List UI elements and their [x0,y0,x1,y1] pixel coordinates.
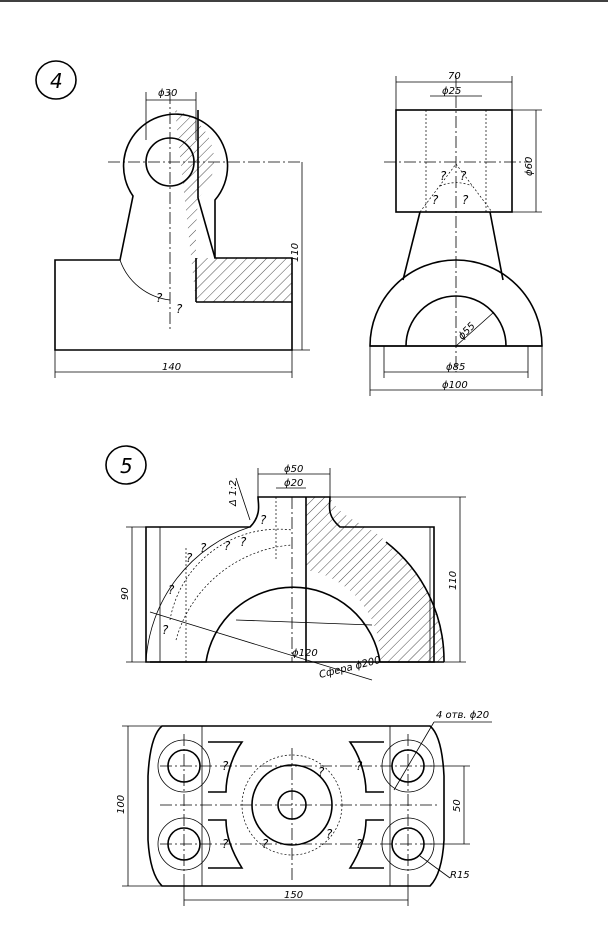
fig5-dim-phi20: ϕ20 [284,478,303,489]
fig5-dim-phi50: ϕ50 [284,464,303,475]
fig5-q-8: ? [222,759,229,773]
fig4-dim-phi25: ϕ25 [442,86,461,97]
fig4-dim-70: 70 [448,71,461,82]
fig5-dim-delta: Δ 1:2 [228,480,239,507]
fig5-q-6: ? [168,583,175,597]
fig4-dim-phi85: ϕ85 [446,362,465,373]
fig4-front-section-hatch [175,110,292,302]
fig4-dim-110: 110 [290,243,301,262]
fig4-q-2: ? [176,302,183,316]
fig5-q-11: ? [356,837,363,851]
fig4-dim-phi30: ϕ30 [158,88,177,99]
fig4-q-4: ? [460,169,467,183]
fig5-dim-phi120: ϕ120 [292,648,318,659]
figure-4: 4 ? ? ϕ30 110 [36,61,542,396]
fig4-q-6: ? [462,193,469,207]
fig5-q-7: ? [162,623,169,637]
fig5-q-1: ? [260,513,267,527]
fig5-dim-110: 110 [448,571,459,590]
fig4-side-view: ? ? ? ? 70 ϕ25 ϕ60 ϕ55 ϕ85 ϕ100 [370,71,542,396]
fig5-q-14: ? [326,827,333,841]
fig4-dim-phi60: ϕ60 [524,157,535,176]
figure-4-number: 4 [50,69,63,93]
fig5-q-13: ? [262,837,269,851]
fig4-q-5: ? [432,193,439,207]
fig4-front-view: ? ? ϕ30 110 140 [55,88,310,378]
fig4-front-outline [55,114,292,350]
figure-5-number: 5 [120,454,133,478]
fig5-q-5: ? [186,551,193,565]
fig4-dim-phi55: ϕ55 [456,321,477,342]
fig5-dim-sphere: Сфера ϕ200 [318,655,382,681]
fig4-q-3: ? [440,169,447,183]
fig5-q-4: ? [200,541,207,555]
fig5-dim-r15: R15 [450,870,470,881]
fig5-top-outline [148,726,444,886]
fig4-q-1: ? [156,291,163,305]
fig5-front-view: ? ? ? ? ? ? ? ϕ50 ϕ20 Δ 1:2 90 110 ϕ1 [120,464,466,681]
fig5-q-3: ? [224,539,231,553]
fig4-dim-140: 140 [162,362,181,373]
fig5-dim-50: 50 [452,799,463,812]
fig5-top-view: ? ? ? ? ? ? ? 4 отв. ϕ20 100 50 R15 150 [116,710,492,906]
fig5-q-2: ? [240,535,247,549]
fig5-q-12: ? [318,765,325,779]
fig4-dim-phi100: ϕ100 [442,380,468,391]
fig5-dim-90: 90 [120,587,131,600]
figure-5: 5 ? ? ? ? ? ? ? [106,446,492,906]
fig5-dim-holes: 4 отв. ϕ20 [436,710,489,721]
fig4-side-top-block [396,110,512,212]
fig5-dim-150: 150 [284,890,303,901]
fig5-front-section-hatch [306,497,444,662]
fig5-q-9: ? [222,837,229,851]
fig5-dim-100: 100 [116,795,127,814]
fig5-q-10: ? [356,759,363,773]
